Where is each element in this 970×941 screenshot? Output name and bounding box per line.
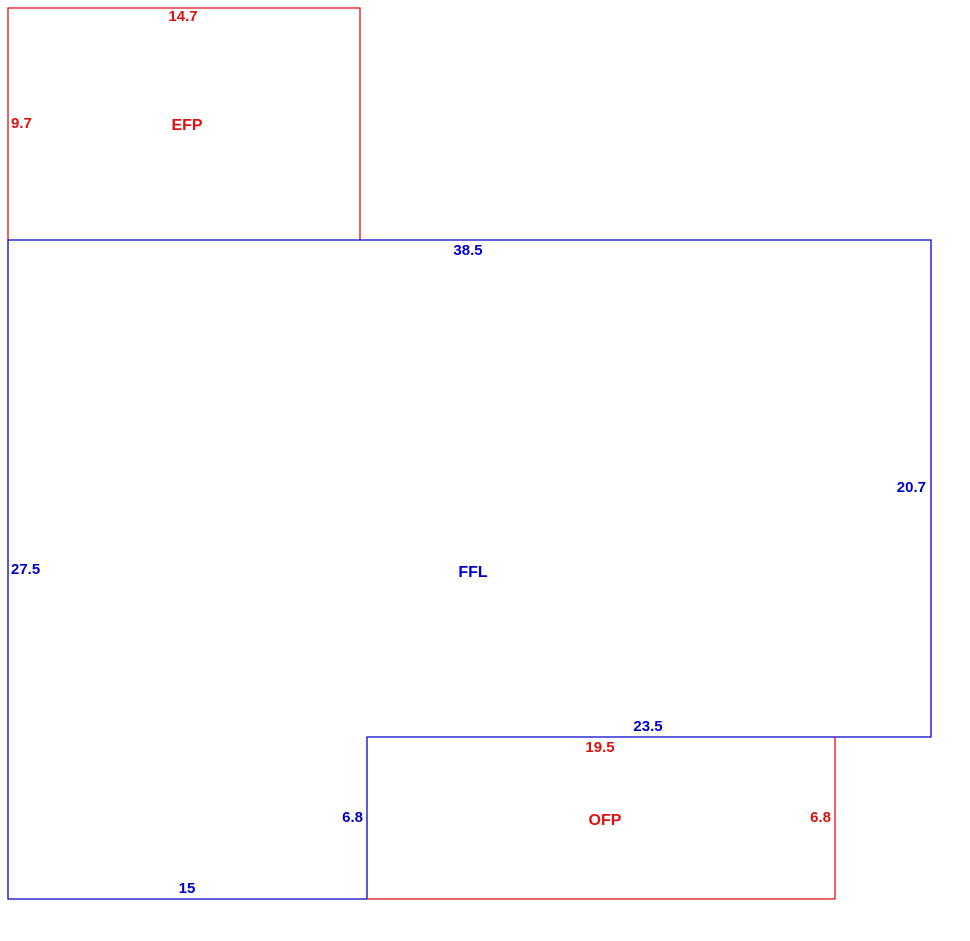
efp-outline [7, 7, 361, 240]
efp-label: EFP [171, 117, 202, 134]
ffl-notch-left-dimension: 6.8 [342, 809, 363, 826]
ffl-notch-top-dimension: 23.5 [633, 718, 662, 735]
ofp-outline [367, 737, 836, 900]
ffl-top-dimension: 38.5 [453, 242, 482, 259]
ofp-area: 19.5 6.8 OFP [367, 737, 836, 900]
efp-left-dimension: 9.7 [11, 115, 32, 132]
ofp-top-dimension: 19.5 [585, 739, 614, 756]
ffl-right-dimension: 20.7 [897, 479, 926, 496]
ffl-area: 38.5 20.7 23.5 6.8 15 27.5 FFL [7, 239, 932, 900]
efp-top-dimension: 14.7 [168, 8, 197, 25]
ffl-left-dimension: 27.5 [11, 561, 40, 578]
ffl-label: FFL [458, 564, 488, 581]
ffl-outline [7, 239, 932, 900]
efp-area: 14.7 9.7 EFP [7, 7, 361, 240]
ofp-label: OFP [589, 812, 622, 829]
ofp-right-dimension: 6.8 [810, 809, 831, 826]
ffl-bottom-dimension: 15 [179, 880, 196, 897]
